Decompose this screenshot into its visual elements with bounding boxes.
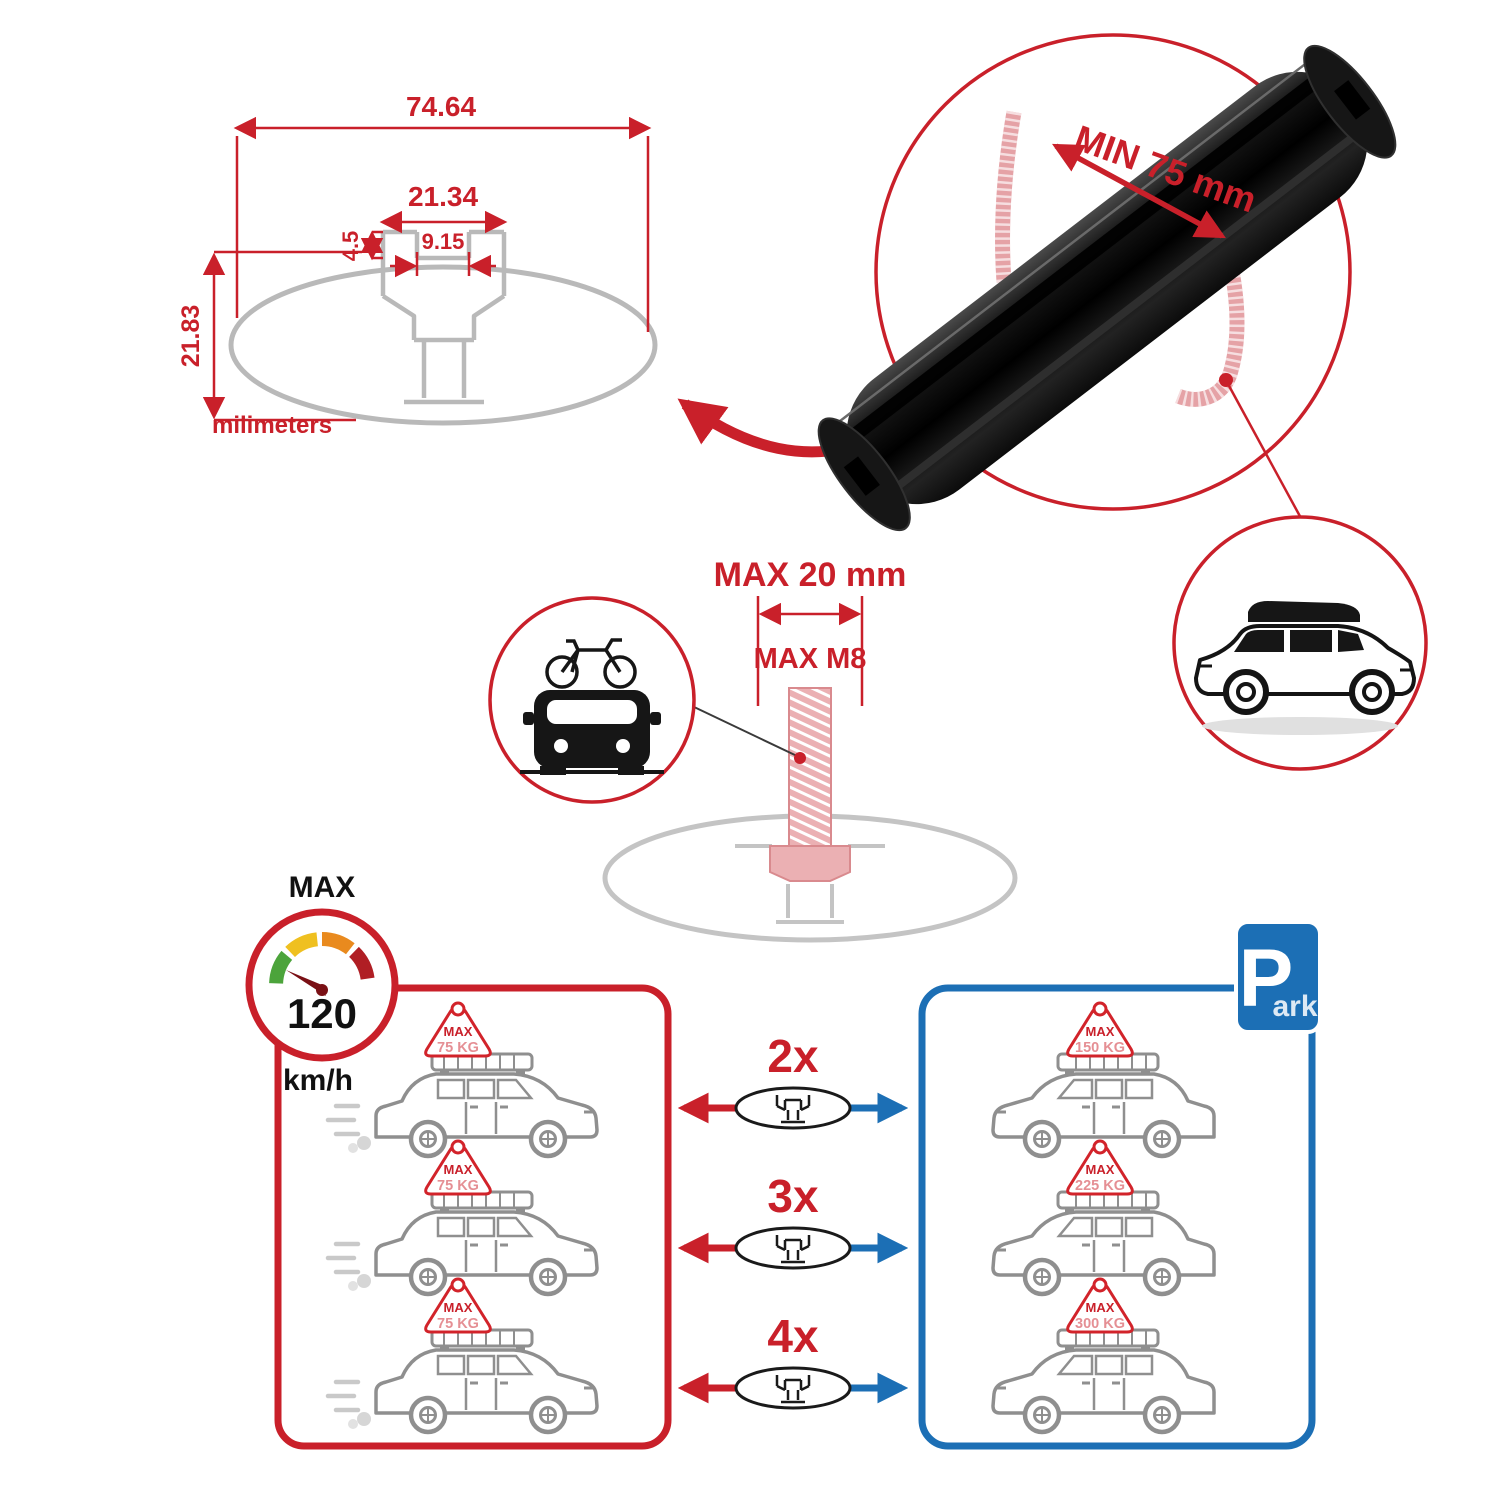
bike-car-circle (488, 596, 696, 804)
headlight-right (616, 739, 630, 753)
dim-ext-total-height (214, 250, 362, 422)
dim-ext-bolt (756, 596, 864, 706)
roofbox-suv-circle (1172, 515, 1428, 771)
load-tag-value: 150 KG (1075, 1040, 1125, 1056)
bar-cross-section-ellipse (228, 264, 658, 426)
dim-slot-inner: 9.15 (422, 229, 465, 254)
load-tag-value: 75 KG (437, 1178, 479, 1194)
max-protrusion-label: MAX 20 mm (714, 556, 907, 594)
driving-car-row: MAX 75 KG (328, 1001, 597, 1156)
bicycle-icon (545, 638, 637, 689)
park-sign: P ark (1234, 920, 1322, 1034)
load-tag-value: 300 KG (1075, 1316, 1125, 1332)
load-tag-value: 75 KG (437, 1040, 479, 1056)
parked-car-row: MAX 225 KG (993, 1139, 1214, 1294)
multiplier-row-4x: 4x (677, 1310, 909, 1410)
multiplier-label: 4x (767, 1310, 819, 1362)
dim-ext-lip-height (372, 230, 383, 260)
gauge-needle (286, 970, 326, 996)
suv-with-roofbox-illustration (1194, 601, 1416, 715)
dim-lip-height: 4.5 (338, 231, 363, 262)
dim-ext-total-width (235, 136, 650, 332)
gauge-arc-segments (269, 932, 375, 984)
load-tag-label: MAX (1086, 1024, 1115, 1039)
load-tag-label: MAX (444, 1162, 473, 1177)
suv-shadow (1202, 717, 1398, 735)
speed-limit-gauge: MAX 120 km/h (245, 871, 399, 1097)
min-span-arrow (1052, 143, 1226, 239)
crossbar-photo-circle: MIN 75 mm (817, 33, 1397, 532)
bolt-size-label: MAX M8 (754, 643, 867, 675)
multiplier-row-3x: 3x (677, 1170, 909, 1270)
dim-slot-outer: 21.34 (408, 181, 478, 212)
gauge-unit: km/h (283, 1064, 353, 1097)
units-label: milimeters (212, 412, 332, 439)
mirror-left (523, 712, 534, 725)
leader-line-bike-car (691, 705, 798, 757)
load-tag-label: MAX (1086, 1162, 1115, 1177)
multiplier-label: 2x (767, 1030, 819, 1082)
car-front-with-bike-icon (523, 638, 661, 775)
windshield (547, 700, 637, 724)
bolt-shaft (788, 687, 832, 847)
multiplier-row-2x: 2x (677, 1030, 909, 1130)
multiplier-label: 3x (767, 1170, 819, 1222)
parked-car-row: MAX 300 KG (993, 1277, 1214, 1432)
load-tag-label: MAX (1086, 1300, 1115, 1315)
driving-cars: MAX 75 KG MAX 75 KG MAX 75 KG (328, 1001, 597, 1432)
mirror-right (650, 712, 661, 725)
leader-dot (794, 752, 806, 764)
parked-car-row: MAX 150 KG (993, 1001, 1214, 1156)
callout-dot (1219, 373, 1233, 387)
dim-ext-slot-inner (415, 252, 471, 276)
crossbar-dimension-diagram: 74.64 21.34 9.15 4.5 21.83 milimeters (177, 91, 658, 439)
driving-car-row: MAX 75 KG (328, 1139, 597, 1294)
bar-cross-section-profile (380, 229, 507, 405)
callout-line-to-suv (1226, 383, 1304, 521)
gauge-hub (316, 984, 328, 996)
park-letter: P (1239, 933, 1294, 1024)
headlight-left (554, 739, 568, 753)
gauge-value: 120 (287, 990, 357, 1037)
load-tag-label: MAX (444, 1300, 473, 1315)
load-tag-value: 225 KG (1075, 1178, 1125, 1194)
crossbar-multiplier-column: 2x 3x 4x (677, 1030, 909, 1410)
parked-cars: MAX 150 KG MAX 225 KG MAX 300 KG (993, 1001, 1214, 1432)
load-tag-value: 75 KG (437, 1316, 479, 1332)
load-tag-label: MAX (444, 1024, 473, 1039)
bolt-diagram: MAX 20 mm MAX M8 (602, 556, 1018, 943)
park-sign-square (1234, 920, 1322, 1034)
bolt-t-head (769, 845, 851, 882)
dim-total-height: 21.83 (177, 305, 205, 368)
wheel-left (540, 766, 566, 775)
gauge-title: MAX (289, 871, 356, 904)
park-rest: ark (1272, 990, 1317, 1023)
dim-total-width: 74.64 (406, 91, 476, 122)
wheel-right (618, 766, 644, 775)
driving-car-row: MAX 75 KG (328, 1277, 597, 1432)
